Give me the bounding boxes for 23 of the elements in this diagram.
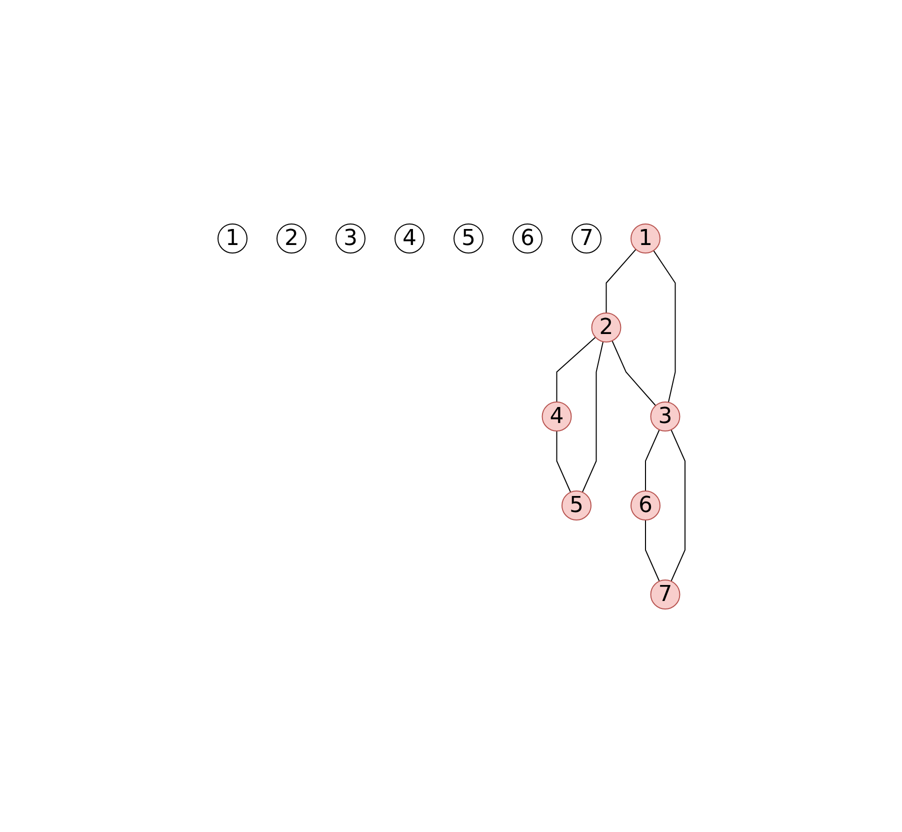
connector: [644, 428, 660, 491]
node-circle: 7: [650, 579, 680, 609]
node-circle: 7: [571, 223, 601, 253]
connector: [644, 519, 660, 582]
connector: [652, 250, 676, 402]
connector: [556, 336, 596, 402]
node-circle: 2: [590, 312, 621, 342]
node-circle: 1: [217, 223, 247, 253]
node-circle: 3: [650, 401, 680, 431]
node-circle: 6: [630, 490, 660, 520]
node-circle: 4: [394, 223, 424, 253]
node-circle: 6: [512, 223, 542, 253]
connector: [605, 248, 636, 313]
node-circle: 2: [276, 223, 306, 253]
node-circle: 1: [630, 223, 660, 253]
connector: [611, 340, 656, 406]
node-circle: 5: [561, 490, 591, 520]
connector: [670, 428, 685, 582]
node-circle: 3: [335, 223, 365, 253]
node-circle: 4: [541, 401, 572, 431]
connector: [581, 340, 604, 492]
node-circle: 5: [453, 223, 483, 253]
connector: [556, 430, 571, 492]
